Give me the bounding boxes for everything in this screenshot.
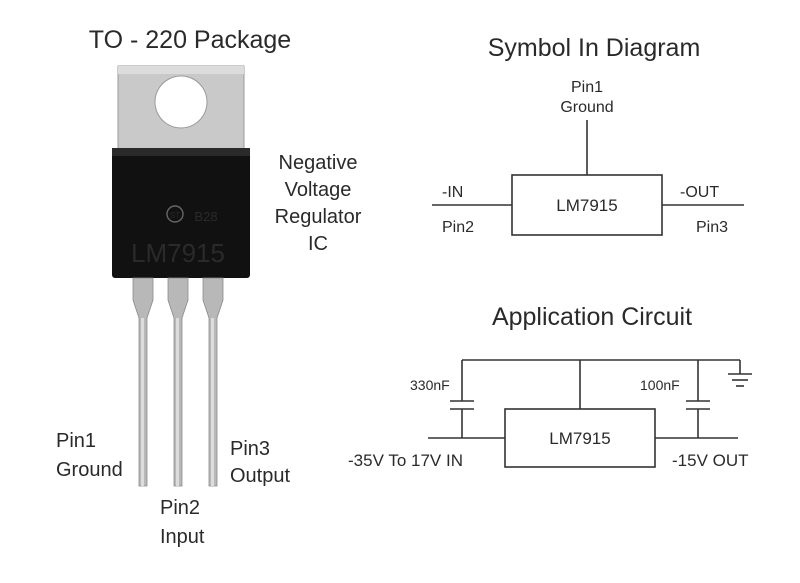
lead-2: [167, 277, 189, 487]
pin2-function: Input: [160, 526, 205, 548]
package-description: Negative Voltage Regulator IC: [275, 152, 362, 255]
part-marking: LM7915: [131, 238, 225, 268]
symbol-ic-box: [511, 174, 663, 236]
lead-1: [132, 277, 154, 487]
pin3-function: Output: [230, 465, 290, 487]
symbol-top-pin-number: Pin1: [571, 79, 603, 96]
package-body: [112, 148, 250, 278]
application-part-label: LM7915: [549, 429, 610, 448]
pin1-function: Ground: [56, 459, 123, 481]
pin-label-3: Pin3 Output: [230, 438, 290, 487]
symbol-input-pin: Pin2: [442, 219, 474, 236]
application-circuit: LM7915 330nF 100nF -35V To 17V IN -15V O…: [348, 359, 752, 470]
description-line-2: Voltage: [285, 179, 352, 201]
symbol-output-pin: Pin3: [696, 219, 728, 236]
marking-code: B28: [194, 209, 217, 224]
application-title: Application Circuit: [492, 303, 692, 331]
ground-icon: [728, 373, 752, 387]
pin2-number: Pin2: [160, 497, 200, 519]
package-title: TO - 220 Package: [89, 26, 291, 54]
to220-package: ST B28 LM7915: [112, 65, 250, 487]
input-cap-label: 330nF: [410, 377, 450, 393]
pin1-number: Pin1: [56, 430, 96, 452]
tab-highlight: [118, 66, 244, 74]
lead-3: [202, 277, 224, 487]
pin-label-1: Pin1 Ground: [56, 430, 123, 481]
pin-label-2: Pin2 Input: [160, 497, 205, 548]
symbol-input-label: -IN: [442, 184, 463, 201]
symbol-diagram: Pin1 Ground LM7915 -IN Pin2 -OUT Pin3: [432, 79, 744, 236]
pin3-number: Pin3: [230, 438, 270, 460]
description-line-3: Regulator: [275, 206, 362, 228]
output-capacitor-icon: [686, 360, 710, 438]
symbol-top-pin-function: Ground: [560, 99, 613, 116]
description-line-1: Negative: [279, 152, 358, 174]
symbol-part-label: LM7915: [556, 196, 617, 215]
application-ic-box: [504, 408, 656, 468]
output-voltage-label: -15V OUT: [672, 451, 749, 470]
symbol-output-label: -OUT: [680, 184, 719, 201]
input-capacitor-icon: [450, 360, 474, 438]
output-cap-label: 100nF: [640, 377, 680, 393]
input-voltage-label: -35V To 17V IN: [348, 451, 463, 470]
package-tab: [117, 65, 245, 151]
marking-logo: ST: [170, 211, 180, 220]
body-edge: [112, 148, 250, 156]
symbol-title: Symbol In Diagram: [488, 34, 701, 62]
st-logo-icon: [166, 205, 184, 223]
description-line-4: IC: [308, 233, 328, 255]
